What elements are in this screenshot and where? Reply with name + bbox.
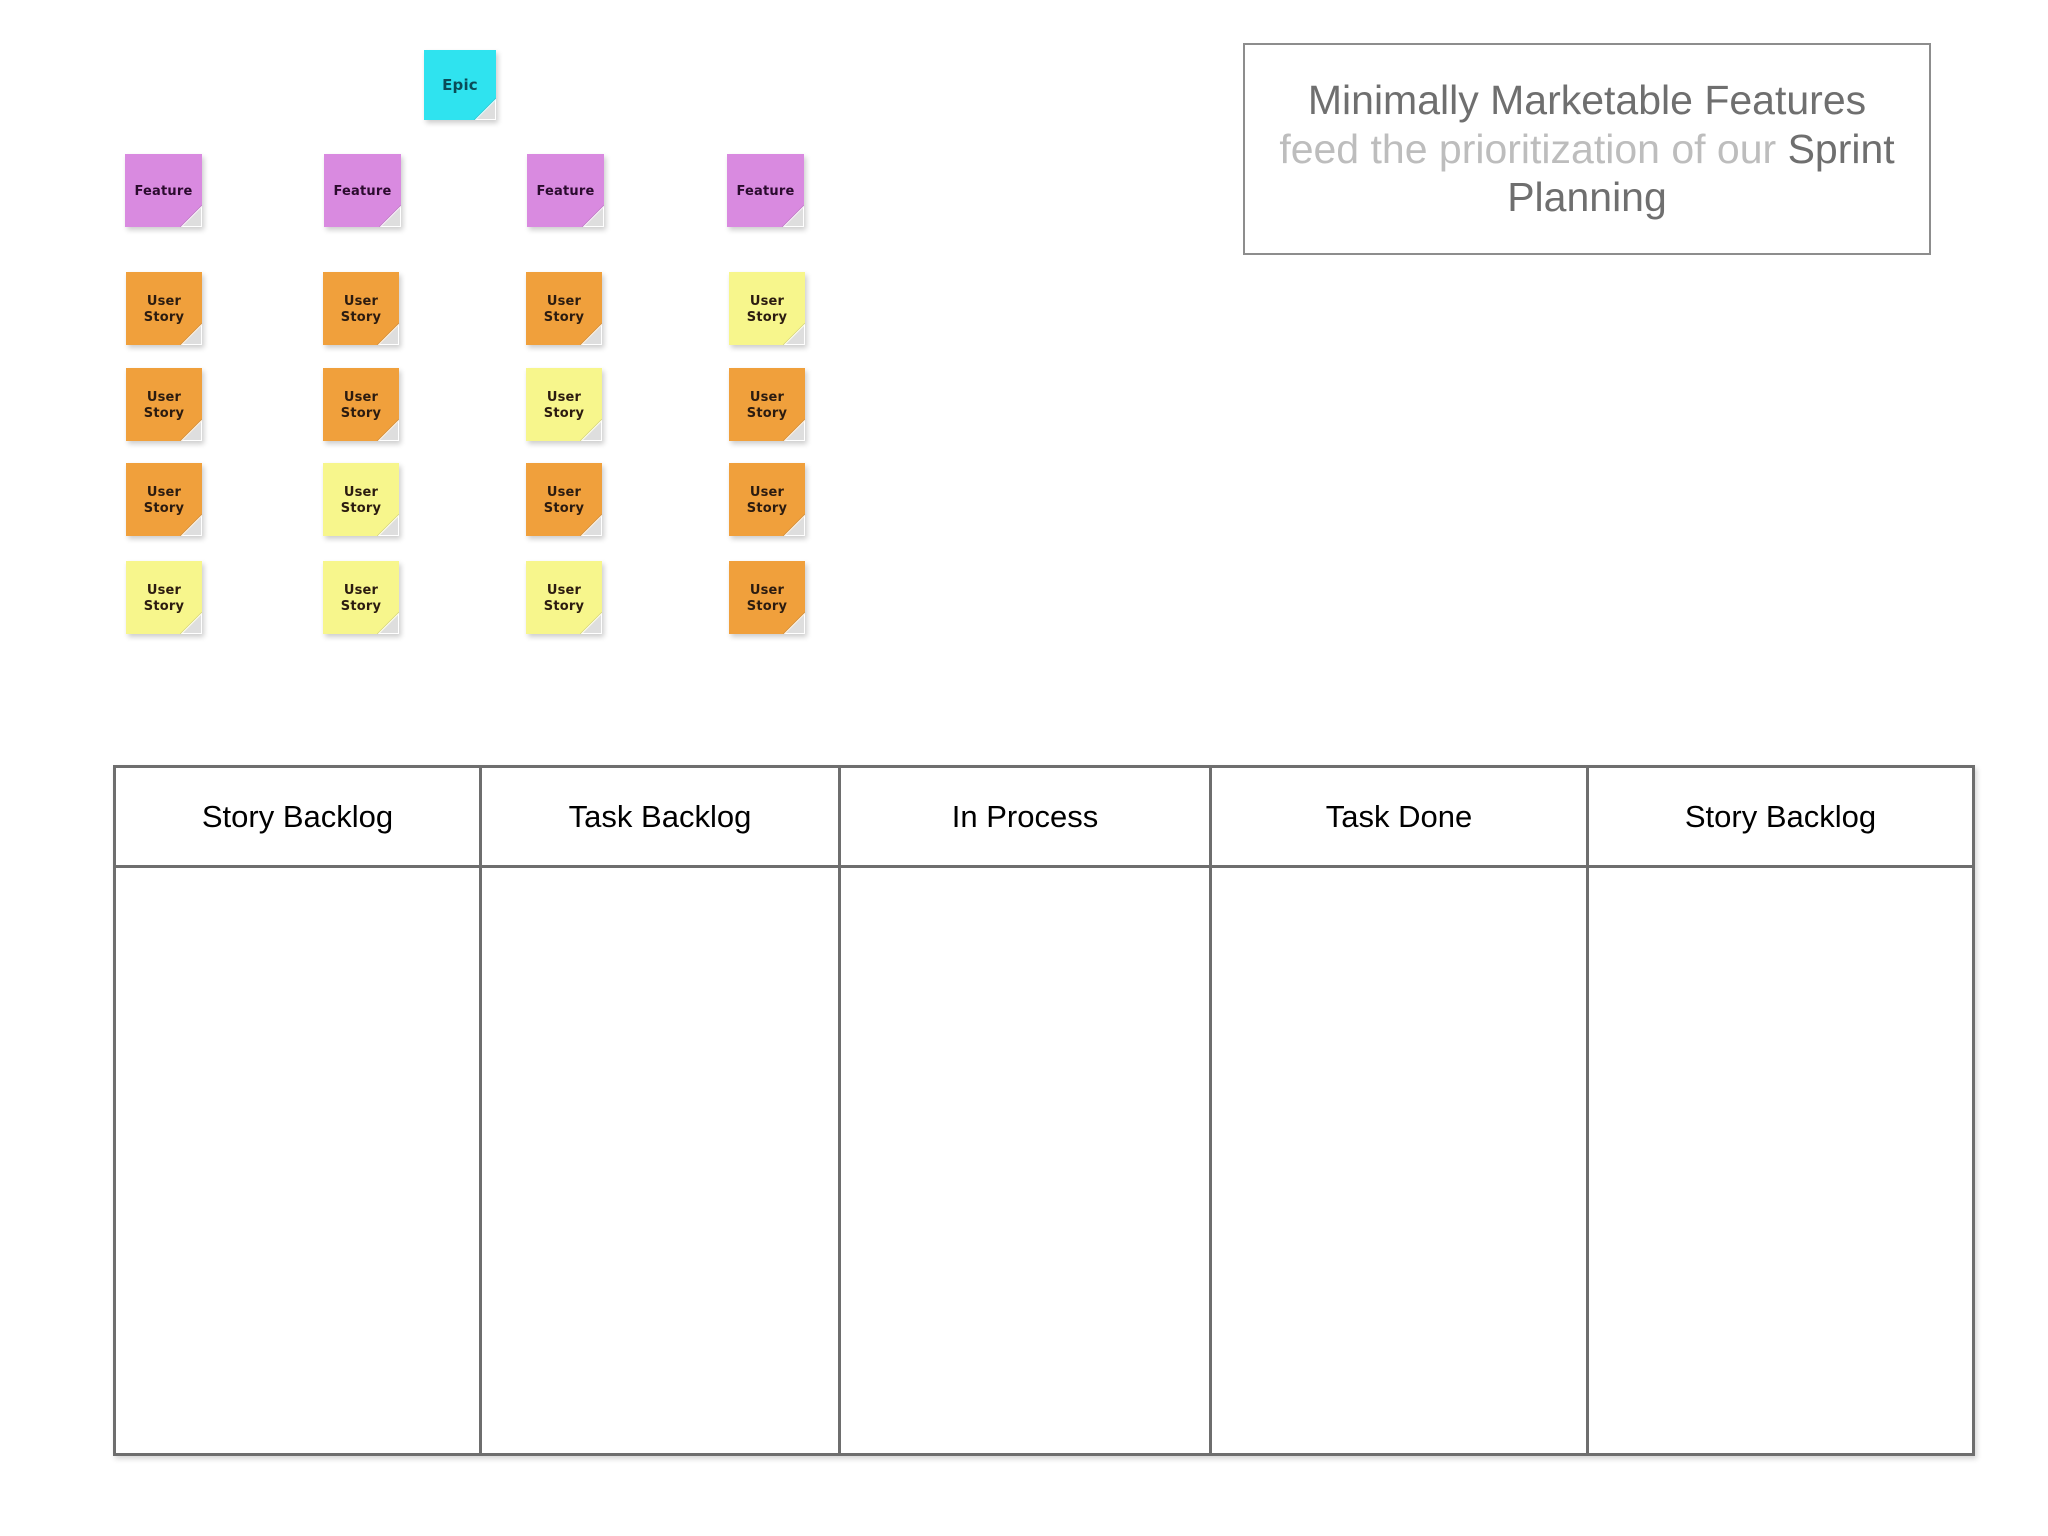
- sticky-note-label: User Story: [143, 390, 185, 421]
- kanban-header-row: Story Backlog Task Backlog In Process Ta…: [116, 768, 1972, 868]
- sticky-note-label: User Story: [746, 294, 788, 325]
- sticky-note-user-story-c2-r3[interactable]: User Story: [323, 463, 399, 536]
- callout-text: Minimally Marketable Features feed the p…: [1263, 76, 1911, 221]
- folded-corner-icon: [180, 205, 202, 227]
- callout-segment-1: Minimally Marketable Features: [1307, 77, 1867, 124]
- sticky-note-user-story-c2-r1[interactable]: User Story: [323, 272, 399, 345]
- kanban-cell-in-process[interactable]: [841, 868, 1212, 1453]
- sticky-note-user-story-c4-r1[interactable]: User Story: [729, 272, 805, 345]
- sticky-note-user-story-c3-r3[interactable]: User Story: [526, 463, 602, 536]
- kanban-header-story-backlog-1[interactable]: Story Backlog: [116, 768, 482, 865]
- folded-corner-icon: [377, 514, 399, 536]
- sticky-note-user-story-c4-r2[interactable]: User Story: [729, 368, 805, 441]
- kanban-cell-story-backlog-2[interactable]: [1589, 868, 1972, 1453]
- kanban-header-label: In Process: [951, 798, 1099, 834]
- folded-corner-icon: [580, 323, 602, 345]
- sticky-note-label: Feature: [536, 183, 595, 199]
- folded-corner-icon: [582, 205, 604, 227]
- sticky-note-label: User Story: [746, 583, 788, 614]
- sticky-note-label: Feature: [736, 183, 795, 199]
- sticky-note-user-story-c3-r2[interactable]: User Story: [526, 368, 602, 441]
- sticky-note-label: User Story: [143, 294, 185, 325]
- sticky-note-label: User Story: [543, 583, 585, 614]
- folded-corner-icon: [377, 419, 399, 441]
- sticky-note-user-story-c1-r3[interactable]: User Story: [126, 463, 202, 536]
- callout-segment-3: Sprint Planning: [1507, 125, 1895, 221]
- sticky-note-user-story-c3-r4[interactable]: User Story: [526, 561, 602, 634]
- folded-corner-icon: [782, 205, 804, 227]
- sticky-note-label: User Story: [340, 583, 382, 614]
- sticky-note-label: Epic: [442, 76, 478, 95]
- folded-corner-icon: [180, 514, 202, 536]
- folded-corner-icon: [377, 323, 399, 345]
- sticky-note-feature-3[interactable]: Feature: [527, 154, 604, 227]
- sticky-note-label: User Story: [143, 583, 185, 614]
- kanban-header-in-process[interactable]: In Process: [841, 768, 1212, 865]
- kanban-header-story-backlog-2[interactable]: Story Backlog: [1589, 768, 1972, 865]
- sticky-note-user-story-c3-r1[interactable]: User Story: [526, 272, 602, 345]
- folded-corner-icon: [783, 514, 805, 536]
- sticky-note-label: Feature: [333, 183, 392, 199]
- kanban-cell-task-done[interactable]: [1212, 868, 1589, 1453]
- sticky-note-feature-1[interactable]: Feature: [125, 154, 202, 227]
- sticky-note-label: User Story: [746, 390, 788, 421]
- sticky-note-label: User Story: [340, 390, 382, 421]
- folded-corner-icon: [379, 205, 401, 227]
- sticky-note-label: User Story: [543, 390, 585, 421]
- sticky-note-label: User Story: [340, 294, 382, 325]
- sticky-note-user-story-c4-r4[interactable]: User Story: [729, 561, 805, 634]
- sticky-note-user-story-c2-r2[interactable]: User Story: [323, 368, 399, 441]
- sticky-note-feature-4[interactable]: Feature: [727, 154, 804, 227]
- sticky-note-label: User Story: [143, 485, 185, 516]
- kanban-header-label: Task Done: [1325, 798, 1473, 834]
- kanban-body-row: [116, 868, 1972, 1453]
- kanban-board-table: Story Backlog Task Backlog In Process Ta…: [113, 765, 1975, 1456]
- folded-corner-icon: [377, 612, 399, 634]
- kanban-header-task-backlog[interactable]: Task Backlog: [482, 768, 841, 865]
- sticky-note-user-story-c2-r4[interactable]: User Story: [323, 561, 399, 634]
- folded-corner-icon: [580, 514, 602, 536]
- kanban-header-label: Story Backlog: [1684, 798, 1877, 834]
- sticky-note-user-story-c1-r2[interactable]: User Story: [126, 368, 202, 441]
- sticky-note-label: User Story: [543, 294, 585, 325]
- folded-corner-icon: [783, 612, 805, 634]
- folded-corner-icon: [180, 419, 202, 441]
- sticky-note-epic[interactable]: Epic: [424, 50, 496, 120]
- kanban-header-label: Task Backlog: [568, 798, 752, 834]
- sticky-note-feature-2[interactable]: Feature: [324, 154, 401, 227]
- folded-corner-icon: [180, 323, 202, 345]
- sticky-note-user-story-c1-r4[interactable]: User Story: [126, 561, 202, 634]
- sticky-note-label: User Story: [746, 485, 788, 516]
- callout-segment-2: feed the prioritization of our: [1279, 125, 1788, 172]
- folded-corner-icon: [783, 419, 805, 441]
- folded-corner-icon: [180, 612, 202, 634]
- folded-corner-icon: [580, 419, 602, 441]
- callout-textbox: Minimally Marketable Features feed the p…: [1243, 43, 1931, 255]
- kanban-cell-task-backlog[interactable]: [482, 868, 841, 1453]
- folded-corner-icon: [580, 612, 602, 634]
- folded-corner-icon: [783, 323, 805, 345]
- sticky-note-user-story-c4-r3[interactable]: User Story: [729, 463, 805, 536]
- sticky-note-label: User Story: [340, 485, 382, 516]
- kanban-cell-story-backlog-1[interactable]: [116, 868, 482, 1453]
- sticky-note-label: Feature: [134, 183, 193, 199]
- kanban-header-task-done[interactable]: Task Done: [1212, 768, 1589, 865]
- folded-corner-icon: [474, 98, 496, 120]
- sticky-note-user-story-c1-r1[interactable]: User Story: [126, 272, 202, 345]
- kanban-header-label: Story Backlog: [201, 798, 394, 834]
- sticky-note-label: User Story: [543, 485, 585, 516]
